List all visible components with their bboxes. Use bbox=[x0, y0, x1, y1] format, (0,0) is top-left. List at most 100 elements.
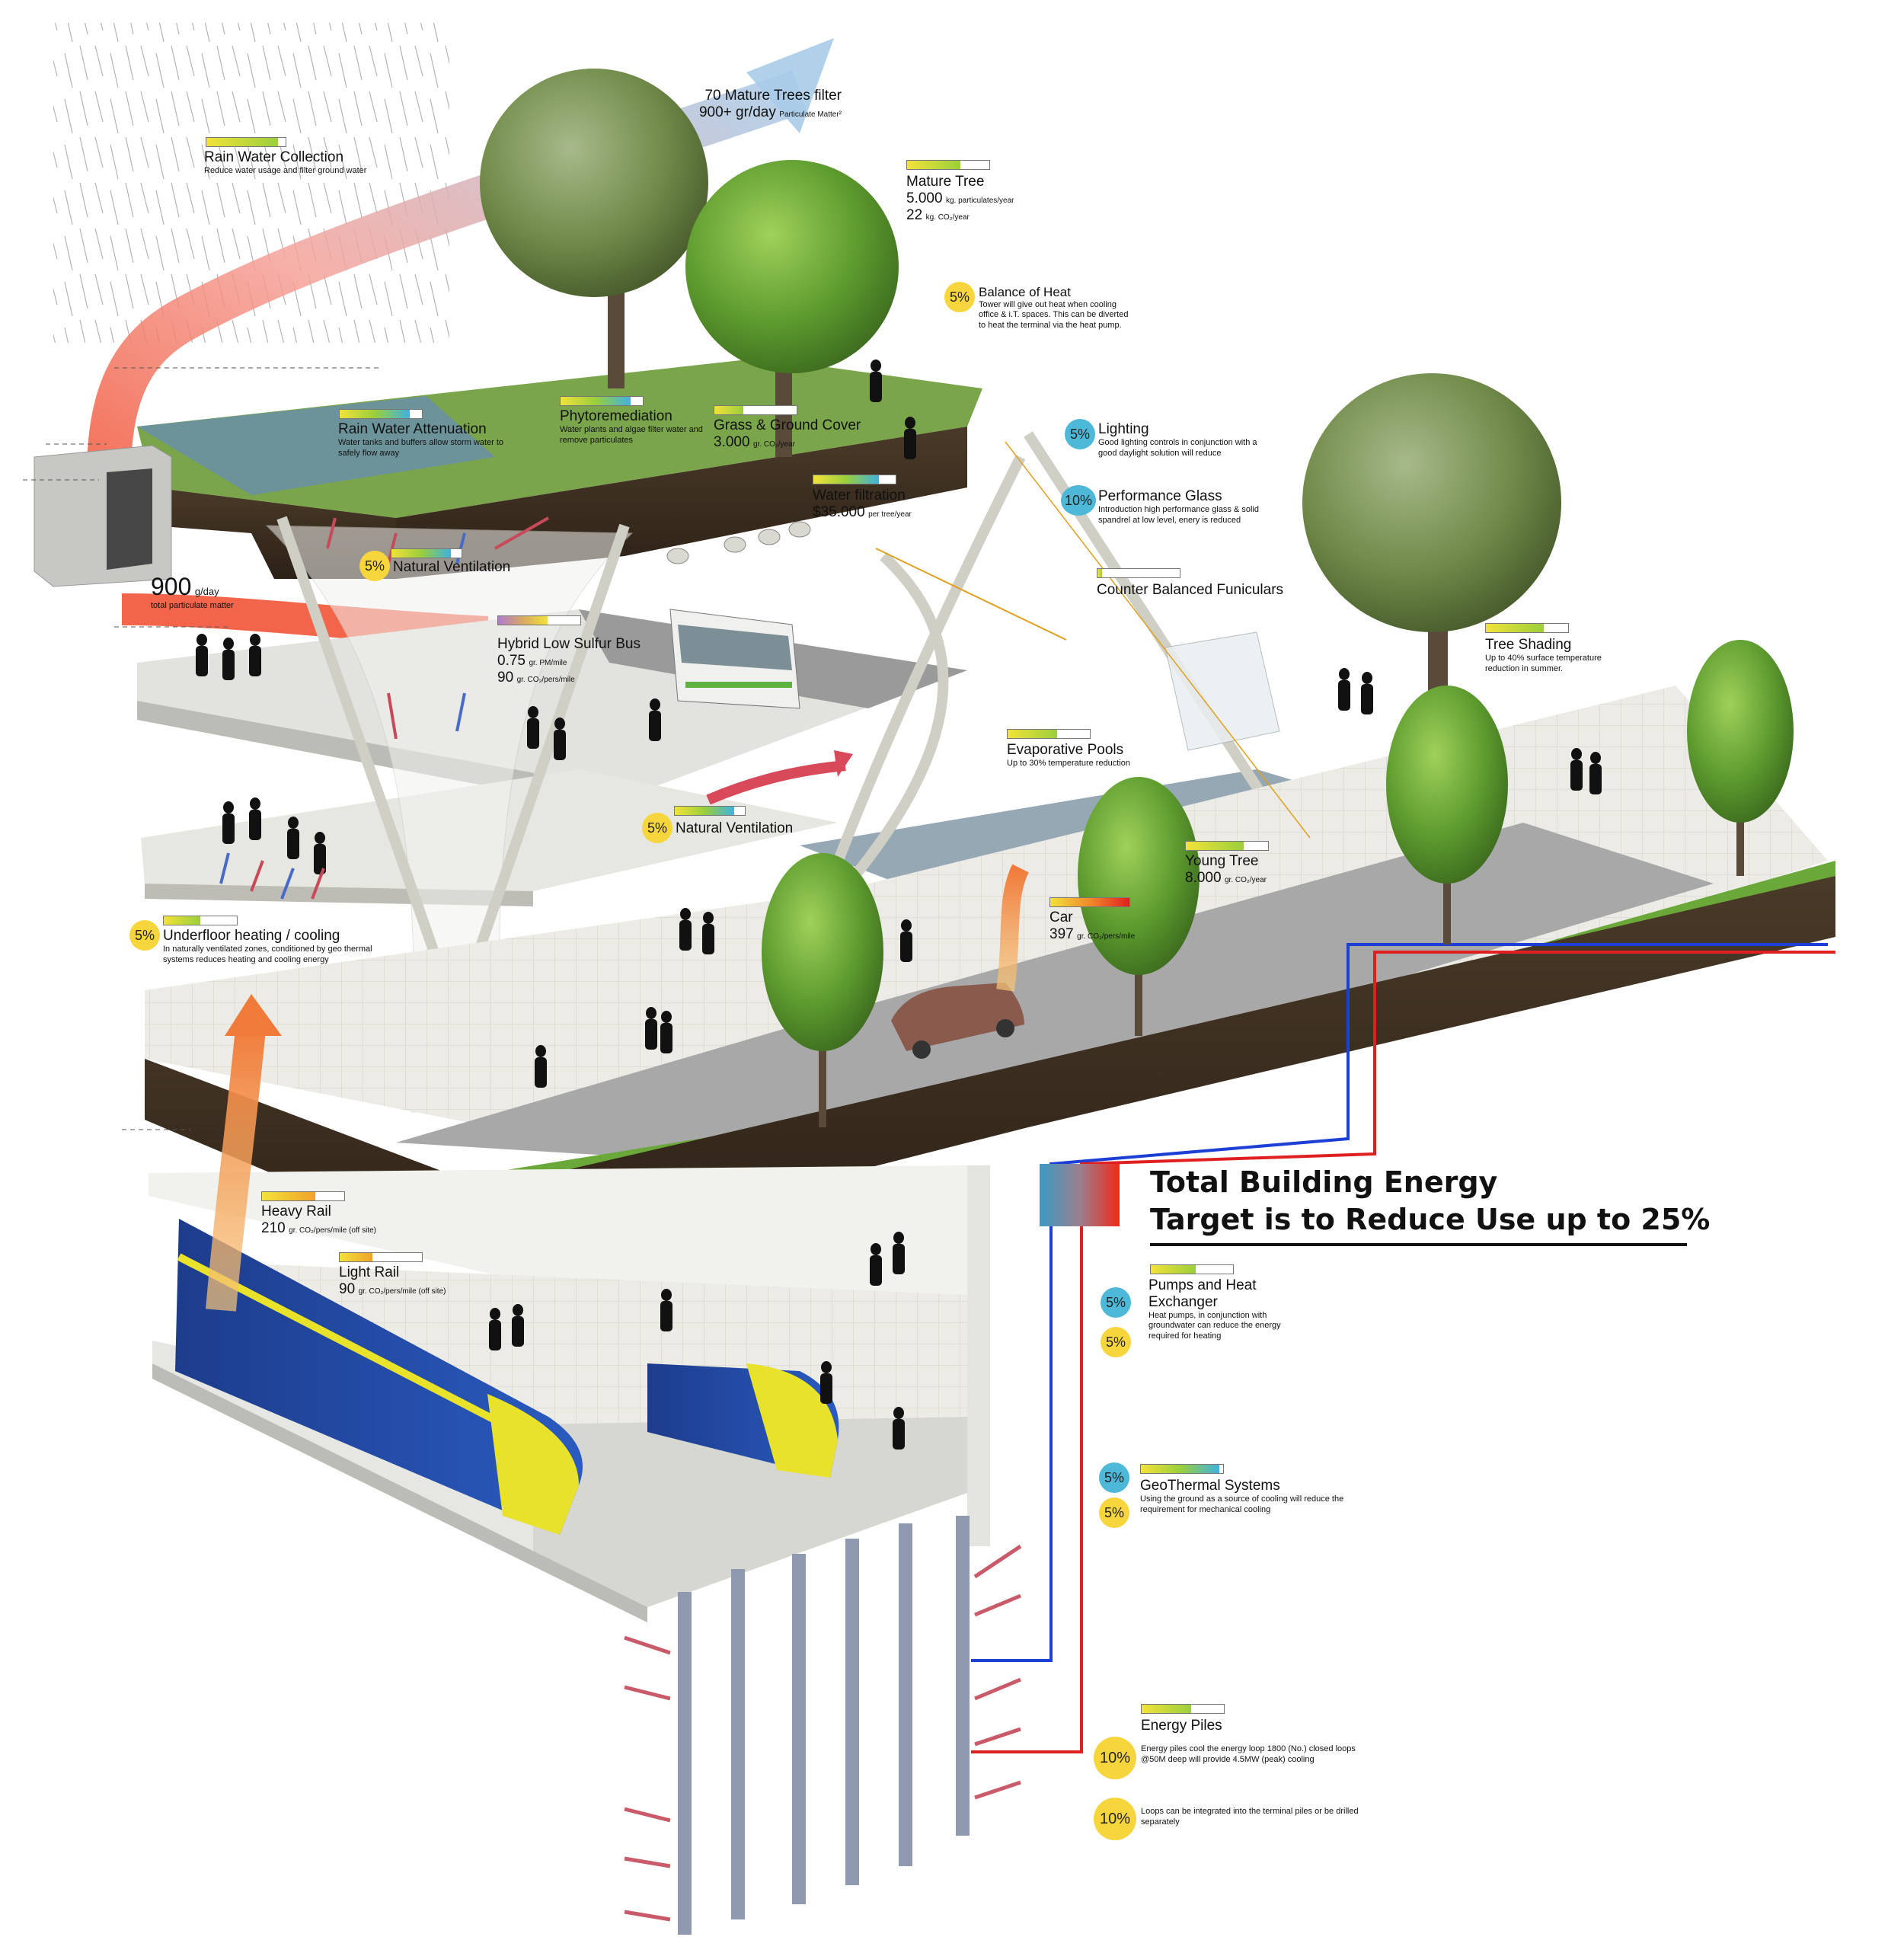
indicator-fill bbox=[1151, 1265, 1196, 1274]
attenuation-desc: Water tanks and buffers allow storm wate… bbox=[338, 437, 504, 458]
rail-lower-floor bbox=[533, 1417, 967, 1607]
balance-heat-desc: Tower will give out heat when cooling of… bbox=[979, 299, 1129, 331]
car-annotation: Car 397 gr. CO₂/pers/mile bbox=[1049, 909, 1202, 943]
bus-annotation: Hybrid Low Sulfur Bus 0.75 gr. PM/mile 9… bbox=[497, 636, 680, 686]
mature-tree-unit-1: kg. particulates/year bbox=[946, 196, 1014, 205]
bus-unit-2: gr. CO₂/pers/mile bbox=[516, 675, 575, 684]
nat-vent-top-annotation: Natural Ventilation bbox=[393, 559, 561, 576]
energy-loop-blue bbox=[971, 943, 1828, 1662]
glass-badge: 10% bbox=[1061, 485, 1096, 516]
grass-value: 3.000 bbox=[714, 433, 750, 450]
light-rail-unit: gr. CO₂/pers/mile (off site) bbox=[358, 1287, 446, 1296]
heavy-rail-value: 210 bbox=[261, 1219, 286, 1236]
water-filtration-value: $35.000 bbox=[813, 503, 865, 520]
glass-annotation: Performance Glass Introduction high perf… bbox=[1098, 488, 1273, 526]
underfloor-title: Underfloor heating / cooling bbox=[163, 928, 340, 944]
grass-title: Grass & Ground Cover bbox=[714, 417, 861, 433]
phyto-title: Phytoremediation bbox=[560, 408, 672, 424]
balance-heat-badge: 5% bbox=[944, 282, 975, 312]
indicator-fill bbox=[1186, 842, 1244, 850]
heavy-rail-title: Heavy Rail bbox=[261, 1203, 331, 1219]
car-title: Car bbox=[1049, 909, 1073, 925]
geo-badge-1: 5% bbox=[1099, 1462, 1129, 1493]
particulate-desc: total particulate matter bbox=[151, 600, 234, 610]
lighting-desc: Good lighting controls in conjunction wi… bbox=[1098, 437, 1257, 458]
piles-desc-2: Loops can be integrated into the termina… bbox=[1141, 1807, 1359, 1827]
car bbox=[891, 983, 1024, 1059]
funiculars-bar bbox=[1097, 568, 1180, 578]
piles-annotation: Energy Piles bbox=[1141, 1718, 1293, 1734]
indicator-fill bbox=[262, 1192, 316, 1200]
hybrid-bus bbox=[669, 609, 800, 709]
pumps-title: Pumps and Heat Exchanger bbox=[1148, 1277, 1257, 1310]
particulate-unit: g/day bbox=[194, 586, 219, 597]
car-bar bbox=[1049, 897, 1130, 907]
bus-title: Hybrid Low Sulfur Bus bbox=[497, 636, 641, 652]
geo-bar bbox=[1140, 1464, 1224, 1474]
pumps-badge-2: 5% bbox=[1101, 1327, 1131, 1357]
young-tree-bar bbox=[1185, 841, 1269, 851]
indicator-fill bbox=[561, 397, 631, 405]
underfloor-bar bbox=[163, 916, 238, 925]
underfloor-annotation: Underfloor heating / cooling In naturall… bbox=[163, 928, 376, 965]
geo-annotation: GeoThermal Systems Using the ground as a… bbox=[1140, 1478, 1346, 1515]
airflow-arrow-head bbox=[746, 38, 834, 133]
nat-vent-top-badge: 5% bbox=[359, 551, 390, 581]
trees-filter-line-3: Particulate Matter² bbox=[779, 110, 842, 119]
trees-filter-line-1: 70 Mature Trees filter bbox=[704, 88, 842, 104]
particulate-annotation: 900 g/day total particulate matter bbox=[151, 573, 303, 612]
energy-piles bbox=[678, 1516, 970, 1935]
indicator-fill bbox=[206, 138, 278, 146]
pools-annotation: Evaporative Pools Up to 30% temperature … bbox=[1007, 742, 1190, 769]
balance-heat-title: Balance of Heat bbox=[979, 285, 1071, 299]
indicator-fill bbox=[1097, 569, 1103, 577]
light-rail-bar bbox=[339, 1252, 423, 1262]
indicator-fill bbox=[1141, 1465, 1219, 1473]
phyto-desc: Water plants and algae filter water and … bbox=[560, 424, 703, 445]
funiculars-annotation: Counter Balanced Funiculars bbox=[1097, 582, 1325, 599]
rain-collection-desc: Reduce water usage and filter ground wat… bbox=[204, 165, 367, 175]
energy-gradient-swatch bbox=[1040, 1164, 1120, 1226]
attenuation-title: Rain Water Attenuation bbox=[338, 421, 487, 437]
trees-filter-line-2: 900+ gr/day bbox=[698, 104, 776, 120]
nat-vent-mid-badge: 5% bbox=[642, 813, 672, 843]
pumps-badge-1: 5% bbox=[1101, 1287, 1131, 1318]
particulate-value: 900 bbox=[151, 573, 192, 600]
tree-shading-title: Tree Shading bbox=[1485, 637, 1572, 653]
rail-warm-air-arrow bbox=[206, 1019, 267, 1312]
attenuation-bar bbox=[339, 409, 423, 419]
energy-loop-red bbox=[971, 951, 1835, 1753]
nat-vent-mid-bar bbox=[674, 806, 746, 816]
trees bbox=[480, 69, 1794, 1127]
piles-desc-1: Energy piles cool the energy loop 1800 (… bbox=[1141, 1744, 1356, 1764]
phyto-bar bbox=[560, 396, 644, 406]
piles-bar bbox=[1141, 1704, 1225, 1714]
piles-desc-1-block: Energy piles cool the energy loop 1800 (… bbox=[1141, 1744, 1369, 1766]
attenuation-annotation: Rain Water Attenuation Water tanks and b… bbox=[338, 421, 521, 459]
rail-upper-slab bbox=[149, 1165, 967, 1303]
funicular-cabin bbox=[1164, 631, 1280, 751]
people-silhouettes bbox=[196, 360, 1602, 1450]
bus-bar bbox=[497, 615, 581, 625]
indicator-fill bbox=[498, 616, 548, 625]
indicator-fill bbox=[714, 406, 743, 414]
roof-water-pond bbox=[137, 396, 495, 495]
rain-collection-title: Rain Water Collection bbox=[204, 149, 344, 165]
heavy-rail-bar bbox=[261, 1191, 345, 1201]
tree-shading-desc: Up to 40% surface temperature reduction … bbox=[1485, 653, 1602, 673]
water-filtration-annotation: Water filtration $35.000 per tree/year bbox=[813, 487, 965, 521]
nat-vent-top-bar bbox=[391, 548, 462, 558]
underfloor-badge: 5% bbox=[129, 920, 160, 951]
indicator-fill bbox=[1008, 730, 1057, 738]
glass-desc: Introduction high performance glass & so… bbox=[1098, 504, 1259, 525]
indicator-fill bbox=[340, 410, 410, 418]
mature-tree-bar bbox=[906, 160, 990, 170]
indicator-fill bbox=[340, 1253, 373, 1261]
grass-bar bbox=[714, 405, 797, 415]
young-tree-value: 8.000 bbox=[1185, 869, 1222, 886]
total-energy-line-2: Target is to Reduce Use up to 25% bbox=[1150, 1202, 1711, 1236]
bus-unit-1: gr. PM/mile bbox=[529, 658, 567, 667]
piles-badge-1: 10% bbox=[1094, 1737, 1136, 1779]
light-rail-title: Light Rail bbox=[339, 1264, 400, 1280]
